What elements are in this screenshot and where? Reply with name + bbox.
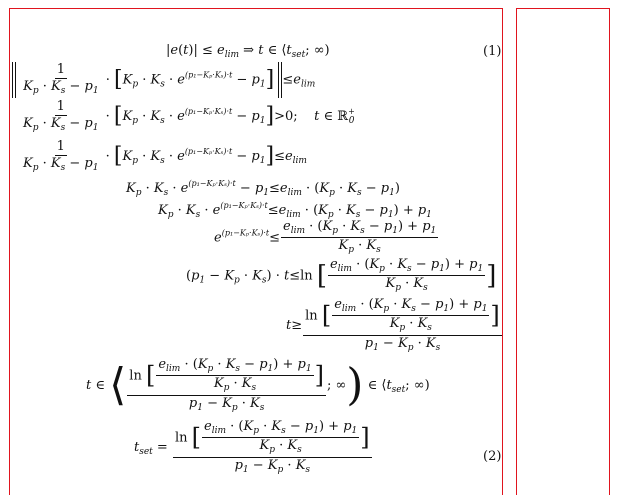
equation-2: tset = ln [ elim · (Kp · Ks − p1) + p1 K… [134, 419, 372, 475]
equation-row-6: Kp · Ks · e(p₁−Kₚ·Kₛ)·t≤elim · (Kp · Ks … [158, 201, 432, 220]
equation-row-7: e(p₁−Kₚ·Kₛ)·t≤ elim · (Kp · Ks − p1) + p… [214, 219, 439, 256]
equation-number-2: (2) [483, 449, 502, 464]
equation-row-abs: 1 Kp · Ks − p1 · [Kp · Ks · e(p₁−Kₚ·Kₛ)·… [12, 62, 315, 98]
equation-row-5: Kp · Ks · e(p₁−Kₚ·Kₛ)·t − p1≤elim · (Kp … [126, 179, 400, 198]
equation-1: |e(t)| ≤ elim ⇒ t ∈ ⟨tset; ∞) [166, 43, 330, 60]
main-column-frame [9, 8, 503, 495]
equation-row-9: t≥ ln [ elim · (Kp · Ks − p1) + p1 Kp · … [286, 297, 502, 353]
equation-row-8: (p1 − Kp · Ks) · t≤ln [ elim · (Kp · Ks … [186, 257, 497, 294]
equation-row-positive: 1 Kp · Ks − p1 · [Kp · Ks · e(p₁−Kₚ·Kₛ)·… [23, 99, 355, 133]
equation-row-limit: 1 Kp · Ks − p1 · [Kp · Ks · e(p₁−Kₚ·Kₛ)·… [23, 139, 307, 173]
equation-number-1: (1) [483, 44, 502, 59]
side-column-frame [516, 8, 610, 495]
equation-row-10: t ∈ ⟨ ln [ elim · (Kp · Ks − p1) + p1 Kp… [86, 357, 430, 413]
